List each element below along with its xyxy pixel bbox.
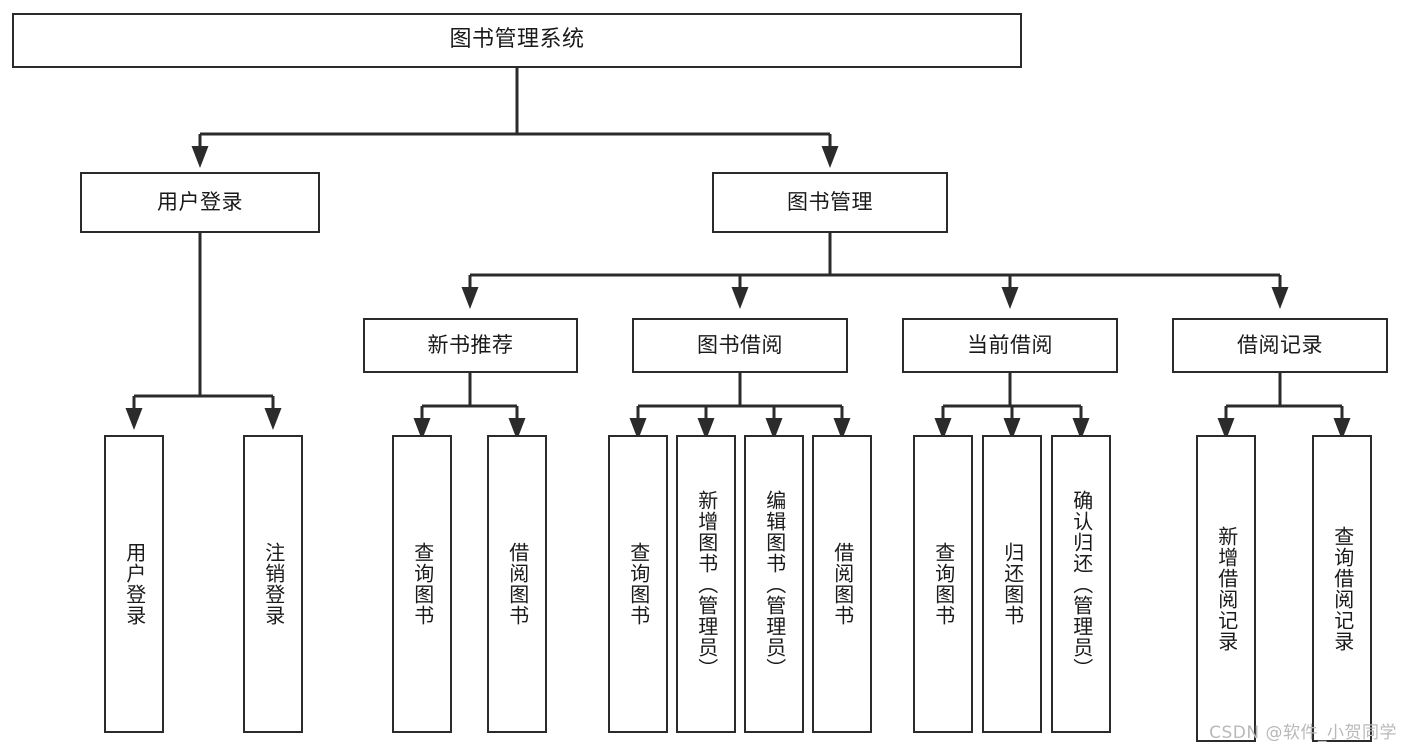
arrowhead-record-to-leaves-1 [1333, 418, 1351, 440]
arrowhead-bookmanage-to-cats-3 [1271, 287, 1289, 309]
arrowhead-userlogin-to-leaves-1 [264, 408, 282, 430]
node-leaf-confirm-return[interactable]: 确认归还（管理员） [1051, 435, 1111, 733]
node-leaf-add-record[interactable]: 新增借阅记录 [1196, 435, 1256, 742]
arrowhead-borrow-to-leaves-3 [833, 418, 851, 440]
arrowhead-bookmanage-to-cats-2 [1001, 287, 1019, 309]
node-label-new-book-rec: 新书推荐 [427, 333, 514, 358]
node-leaf-add-book[interactable]: 新增图书（管理员） [676, 435, 736, 733]
arrowhead-borrow-to-leaves-2 [765, 418, 783, 440]
node-leaf-query-book-1[interactable]: 查询图书 [392, 435, 452, 733]
node-current-borrow[interactable]: 当前借阅 [902, 318, 1118, 373]
node-label-root: 图书管理系统 [449, 27, 585, 53]
node-leaf-logout[interactable]: 注销登录 [243, 435, 303, 733]
node-label-borrow-record: 借阅记录 [1237, 333, 1323, 358]
node-label-leaf-borrow-book-2: 借阅图书 [830, 542, 855, 626]
node-label-leaf-query-book-3: 查询图书 [931, 542, 956, 626]
arrowhead-current-to-leaves-1 [1003, 418, 1021, 440]
node-label-book-borrow: 图书借阅 [697, 333, 783, 358]
node-label-leaf-add-record: 新增借阅记录 [1214, 525, 1239, 652]
node-label-leaf-confirm-return: 确认归还（管理员） [1069, 489, 1094, 679]
node-user-login[interactable]: 用户登录 [80, 172, 320, 233]
node-label-user-login: 用户登录 [157, 190, 243, 215]
arrowhead-bookmanage-to-cats-1 [731, 287, 749, 309]
arrowhead-newbook-to-leaves-0 [413, 418, 431, 440]
arrowhead-newbook-to-leaves-1 [508, 418, 526, 440]
node-leaf-borrow-book-1[interactable]: 借阅图书 [487, 435, 547, 733]
node-book-manage[interactable]: 图书管理 [712, 172, 948, 233]
node-root[interactable]: 图书管理系统 [12, 13, 1022, 68]
node-leaf-return-book[interactable]: 归还图书 [982, 435, 1042, 733]
node-label-leaf-edit-book: 编辑图书（管理员） [762, 489, 787, 679]
node-label-leaf-query-book-1: 查询图书 [410, 542, 435, 626]
node-label-leaf-user-login: 用户登录 [122, 542, 147, 626]
node-new-book-rec[interactable]: 新书推荐 [363, 318, 578, 373]
node-leaf-borrow-book-2[interactable]: 借阅图书 [812, 435, 872, 733]
node-book-borrow[interactable]: 图书借阅 [632, 318, 848, 373]
arrowhead-current-to-leaves-2 [1072, 418, 1090, 440]
node-label-leaf-borrow-book-1: 借阅图书 [505, 542, 530, 626]
node-label-leaf-return-book: 归还图书 [1000, 542, 1025, 626]
arrowhead-root-to-level1-0 [191, 146, 209, 168]
node-leaf-query-record[interactable]: 查询借阅记录 [1312, 435, 1372, 742]
arrowhead-borrow-to-leaves-1 [697, 418, 715, 440]
node-label-leaf-logout: 注销登录 [261, 542, 286, 626]
arrowhead-record-to-leaves-0 [1217, 418, 1235, 440]
arrowhead-current-to-leaves-0 [934, 418, 952, 440]
arrowhead-bookmanage-to-cats-0 [461, 287, 479, 309]
node-borrow-record[interactable]: 借阅记录 [1172, 318, 1388, 373]
node-label-book-manage: 图书管理 [787, 190, 873, 215]
node-label-leaf-add-book: 新增图书（管理员） [694, 489, 719, 679]
node-leaf-edit-book[interactable]: 编辑图书（管理员） [744, 435, 804, 733]
arrowhead-userlogin-to-leaves-0 [125, 408, 143, 430]
arrowhead-borrow-to-leaves-0 [629, 418, 647, 440]
node-leaf-query-book-2[interactable]: 查询图书 [608, 435, 668, 733]
arrowhead-root-to-level1-1 [821, 146, 839, 168]
node-leaf-query-book-3[interactable]: 查询图书 [913, 435, 973, 733]
node-label-leaf-query-book-2: 查询图书 [626, 542, 651, 626]
node-label-current-borrow: 当前借阅 [967, 333, 1053, 358]
node-leaf-user-login[interactable]: 用户登录 [104, 435, 164, 733]
node-label-leaf-query-record: 查询借阅记录 [1330, 525, 1355, 652]
